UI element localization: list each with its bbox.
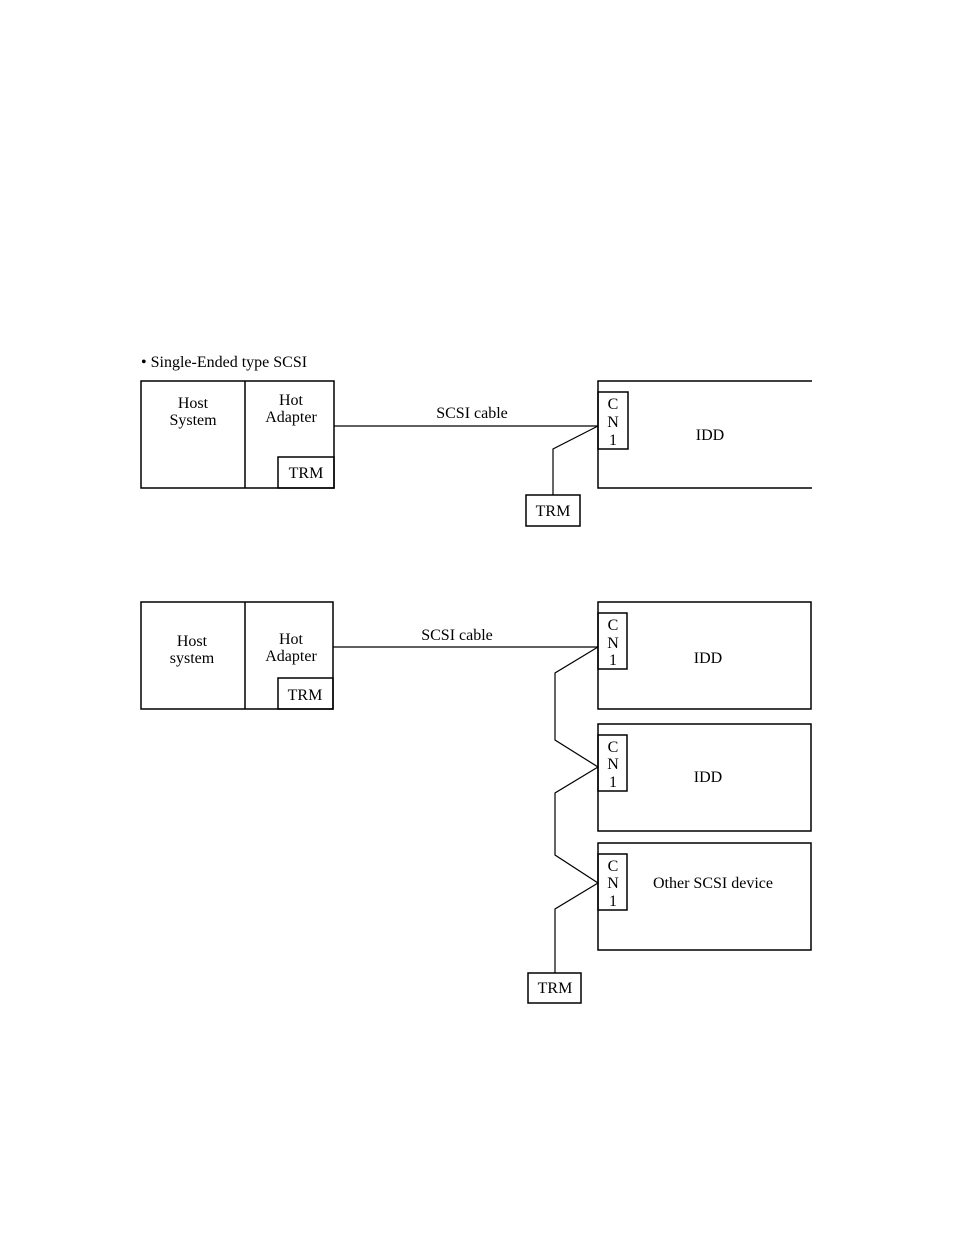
top-connector-c: C xyxy=(608,396,619,413)
bottom-host-label-1: Host xyxy=(177,633,208,650)
top-cable-label: SCSI cable xyxy=(436,405,508,422)
top-diagram: Host System Hot Adapter TRM SCSI cable I… xyxy=(141,381,812,526)
bottom-adapter-label-2: Adapter xyxy=(265,648,317,665)
bottom-device-3-connector-n: N xyxy=(607,875,619,892)
bottom-device-3-connector-c: C xyxy=(608,858,619,875)
bottom-device-3-box xyxy=(598,843,811,950)
bottom-adapter-trm-label: TRM xyxy=(288,687,323,704)
top-adapter-label-1: Hot xyxy=(279,392,304,409)
bottom-device-2-connector-1: 1 xyxy=(609,774,617,791)
bottom-diagram: Host system Hot Adapter TRM SCSI cable I… xyxy=(141,602,811,1003)
bottom-device-1-label: IDD xyxy=(694,650,722,667)
bottom-daisy-chain-cable xyxy=(555,647,598,973)
bottom-device-2-label: IDD xyxy=(694,769,722,786)
bottom-device-2-connector-n: N xyxy=(607,756,619,773)
top-host-label-1: Host xyxy=(178,395,209,412)
top-connector-n: N xyxy=(607,414,619,431)
top-host-label-2: System xyxy=(169,412,217,429)
top-connector-1: 1 xyxy=(609,432,617,449)
bottom-device-2-connector-c: C xyxy=(608,739,619,756)
bottom-device-1-connector-n: N xyxy=(607,635,619,652)
bottom-device-1-connector-1: 1 xyxy=(609,652,617,669)
top-adapter-trm-label: TRM xyxy=(289,465,324,482)
top-adapter-label-2: Adapter xyxy=(265,409,317,426)
top-device-label: IDD xyxy=(696,427,724,444)
bottom-adapter-label-1: Hot xyxy=(279,631,304,648)
bottom-device-3-connector-1: 1 xyxy=(609,893,617,910)
top-end-trm-label: TRM xyxy=(536,503,571,520)
bottom-end-trm-label: TRM xyxy=(538,980,573,997)
diagram-caption: • Single-Ended type SCSI xyxy=(141,354,307,371)
top-terminator-stub xyxy=(553,426,598,495)
bottom-device-1-connector-c: C xyxy=(608,617,619,634)
bottom-host-label-2: system xyxy=(170,650,215,667)
bottom-cable-label: SCSI cable xyxy=(421,627,493,644)
bottom-device-3-label: Other SCSI device xyxy=(653,875,773,892)
